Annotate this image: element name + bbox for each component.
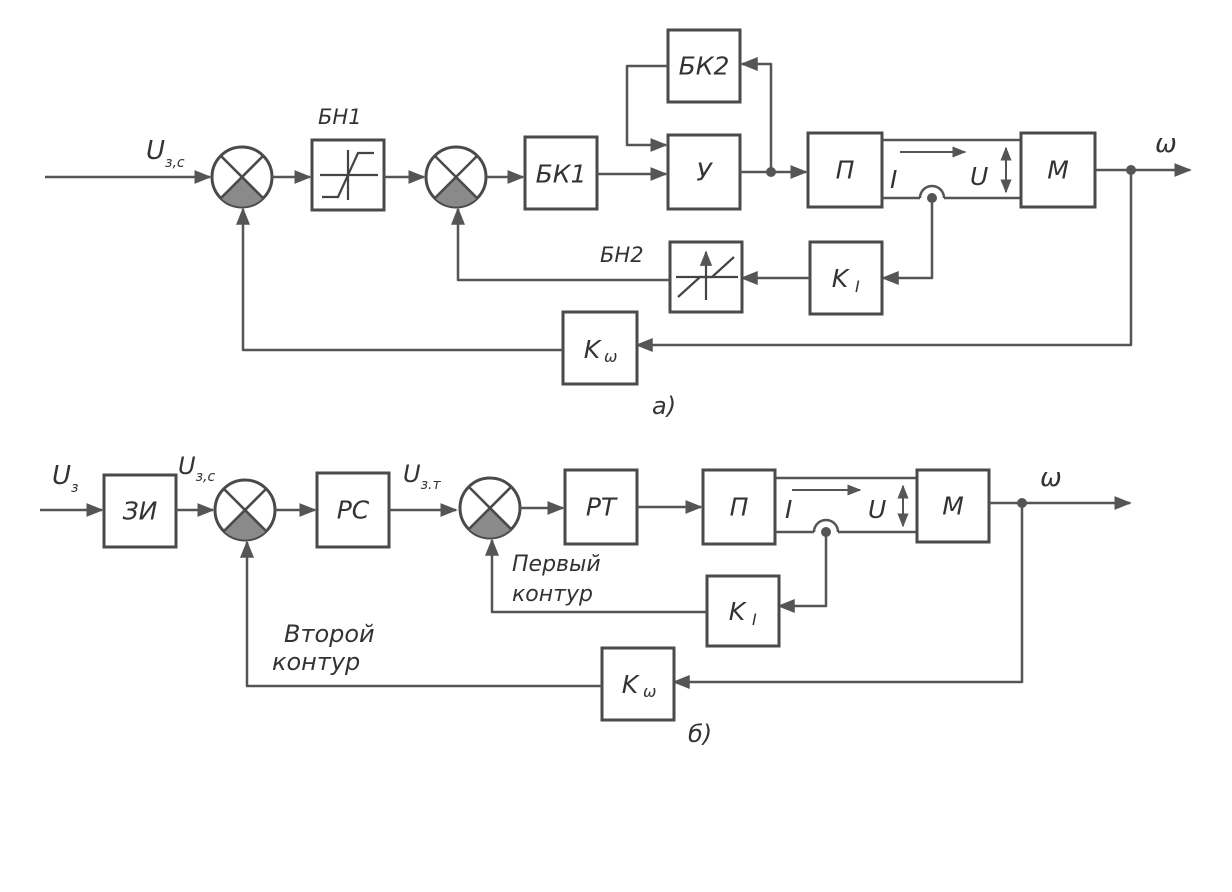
rt-label: РТ [586,493,618,522]
speed-feedback-wire-a [236,207,563,352]
summing-junction-b1 [213,478,277,542]
motor-label-b: М [942,492,964,521]
voltage-label-b: U [868,495,886,524]
wire-crossover-a [918,184,946,199]
output-label-a: ω [1155,129,1177,159]
second-loop-line2: контур [272,648,360,676]
current-label-b: I [785,495,792,524]
summing-junction-a2 [424,145,488,209]
voltage-label-a: U [970,162,988,191]
saturation-icon [320,150,378,200]
motor-block-b [915,468,991,544]
current-feedback-wire-b [485,538,707,614]
rt-block [563,468,639,546]
converter-block-b [701,468,777,546]
after-zi-label: Uз,с [178,452,215,485]
wire-crossover-b [812,518,840,533]
junction-dot-a1 [766,167,776,177]
after-rs-label: Uз.т [403,460,441,493]
speed-feedback-wire-b [240,540,602,688]
ki-block-b [705,574,781,648]
motor-label: М [1047,156,1069,185]
ki-label-a: K [832,264,851,293]
kw-sub-a: ω [604,347,617,366]
zi-label: ЗИ [123,497,158,526]
ki-sub-b: I [752,610,757,629]
diagram-a: Uз,с БН1 БК1 У [45,28,1192,420]
current-feedback-wire-a [451,207,670,282]
current-label-a: I [890,165,897,194]
amplifier-label: У [696,158,713,187]
summing-junction-a1 [210,145,274,209]
current-sense-wire-a [881,198,934,285]
converter-label: П [836,156,855,185]
converter-label-b: П [730,493,749,522]
kw-block-a [561,310,639,386]
rs-label: РС [337,496,370,525]
ki-sub-a: I [855,277,860,296]
kw-label-b: K [622,670,641,699]
output-label-b: ω [1040,463,1062,493]
bk2-label: БК2 [679,52,730,81]
speed-sense-wire-b [672,503,1024,689]
kw-label-a: K [584,335,603,364]
rs-block [315,471,391,549]
zi-block [102,473,178,549]
kw-block-b [600,646,676,722]
first-loop-line1: Первый [512,552,601,577]
motor-block [1019,131,1097,209]
kw-sub-b: ω [643,682,656,701]
input-label-b: Uз [52,461,78,496]
ki-label-b: K [729,597,748,626]
caption-a: а) [652,392,676,420]
converter-block [806,131,884,209]
bk1-label: БК1 [536,160,587,189]
speed-sense-wire-a [635,170,1133,352]
bk2-block [666,28,742,104]
first-loop-line2: контур [512,582,593,607]
bn2-label: БН2 [600,243,644,267]
input-label-a: Uз,с [146,136,185,171]
ki-block-a [808,240,884,316]
bk2-output-wire [625,64,668,152]
caption-b: б) [688,720,712,748]
bk2-input-wire [740,57,773,172]
summing-junction-b2 [458,476,522,540]
diagram-b: Uз ЗИ Uз,с РС Uз.т РТ [40,452,1132,748]
bn1-label: БН1 [318,105,362,129]
second-loop-line1: Второй [284,620,375,648]
current-sense-wire-b [777,532,828,613]
deadzone-icon [676,250,738,300]
